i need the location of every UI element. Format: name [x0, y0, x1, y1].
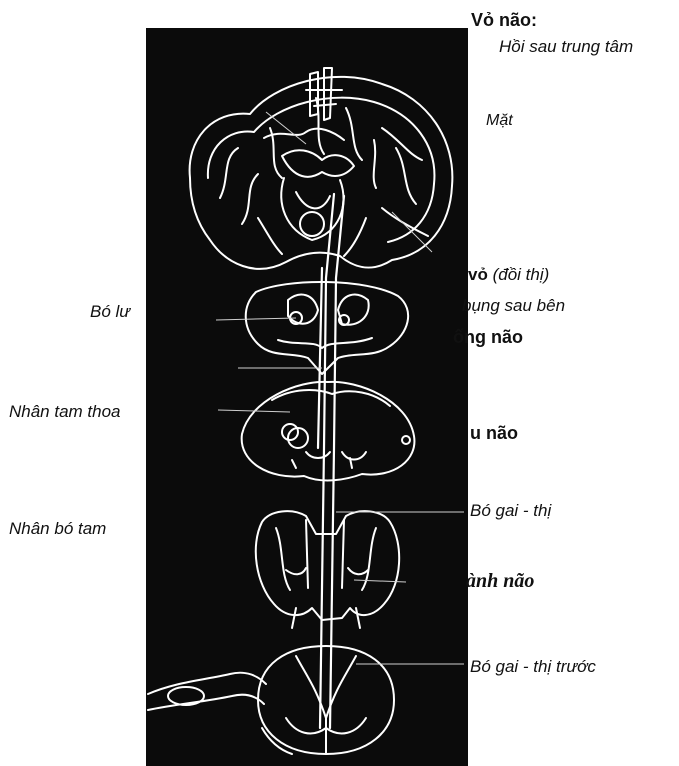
cortex-title-label: Vỏ não:	[471, 10, 537, 30]
thalamus-cortex-bold: vỏ	[468, 265, 488, 284]
ventral-posterolateral-label: bụng sau bên	[462, 296, 565, 316]
postcentral-gyrus-label: Hồi sau trung tâm	[499, 37, 633, 57]
face-label: Mặt	[486, 111, 513, 131]
medulla-section	[256, 511, 399, 628]
anterior-spinothalamic-tract-label: Bó gai - thị trước	[470, 657, 596, 677]
ascending-tract-lines	[318, 194, 344, 728]
medulla-label: ành não	[466, 571, 534, 591]
thalamus-cortex-label: vỏ (đồi thị)	[468, 265, 549, 285]
brain-sections-drawing	[146, 28, 468, 766]
cerebrum-section	[190, 68, 453, 269]
pons-label: u não	[470, 423, 518, 443]
neuroanatomy-illustration	[146, 28, 468, 766]
thalamus-cortex-paren: (đồi thị)	[493, 265, 550, 284]
leader-lines	[216, 112, 464, 664]
midbrain-section	[246, 282, 408, 374]
spinothalamic-tract-label: Bó gai - thị	[470, 501, 551, 521]
trigeminal-tract-nucleus-label: Nhân bó tam	[9, 519, 106, 539]
midbrain-label: ống não	[453, 327, 523, 347]
trigeminal-nucleus-label: Nhân tam thoa	[9, 402, 121, 422]
spinal-cord-section	[148, 646, 394, 754]
pons-section	[242, 382, 415, 481]
medial-lemniscus-label: Bó lư	[90, 302, 130, 322]
